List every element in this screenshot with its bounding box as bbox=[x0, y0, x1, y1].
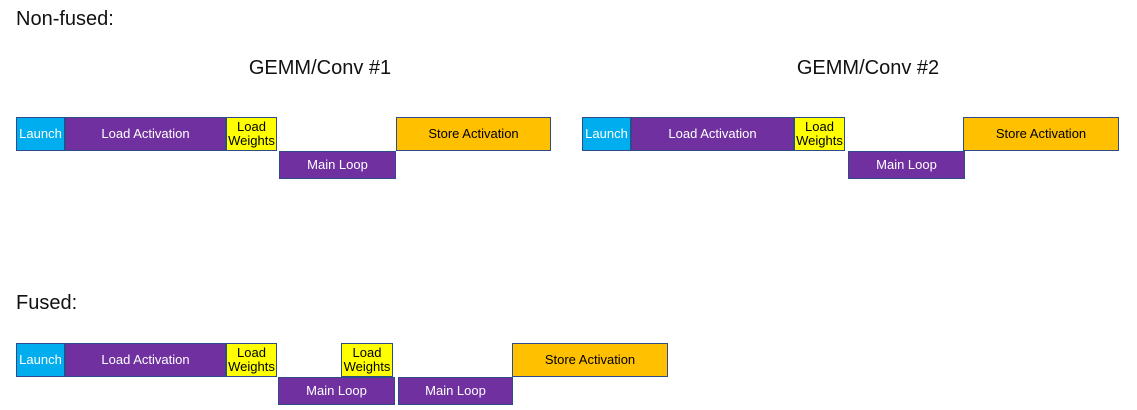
timeline-block-non-fused-main-loop: Main Loop bbox=[279, 151, 396, 179]
block-label: Store Activation bbox=[428, 125, 519, 141]
timeline-block-fused-main-loop: Main Loop bbox=[398, 377, 513, 405]
block-label: Main Loop bbox=[306, 382, 367, 398]
chart-title-gemm-conv-2: GEMM/Conv #2 bbox=[796, 57, 940, 79]
block-label: Main Loop bbox=[876, 156, 937, 172]
timeline-block-non-fused-load-weights: Load Weights bbox=[226, 117, 277, 151]
timeline-block-fused-load-weights: Load Weights bbox=[341, 343, 393, 377]
timeline-block-non-fused-launch: Launch bbox=[16, 117, 65, 151]
block-label: Store Activation bbox=[544, 351, 636, 367]
block-label: Store Activation bbox=[995, 125, 1087, 141]
block-label: Load Weights bbox=[343, 344, 391, 374]
block-label: Load Weights bbox=[796, 118, 843, 148]
block-label: Load Activation bbox=[668, 125, 757, 141]
block-label: Launch bbox=[585, 125, 628, 141]
chart-title-gemm-conv-1: GEMM/Conv #1 bbox=[248, 57, 392, 79]
timeline-block-fused-launch: Launch bbox=[16, 343, 65, 377]
block-label: Main Loop bbox=[307, 156, 368, 172]
block-label: Load Weights bbox=[228, 118, 275, 148]
block-label: Load Activation bbox=[101, 125, 190, 141]
timeline-block-non-fused-store-activation: Store Activation bbox=[396, 117, 551, 151]
timeline-block-non-fused-load-weights: Load Weights bbox=[794, 117, 845, 151]
timeline-block-non-fused-launch: Launch bbox=[582, 117, 631, 151]
section-label-non-fused: Non-fused: bbox=[16, 8, 114, 30]
block-label: Launch bbox=[19, 125, 62, 141]
timeline-block-fused-store-activation: Store Activation bbox=[512, 343, 668, 377]
timeline-block-fused-load-weights: Load Weights bbox=[226, 343, 277, 377]
block-label: Main Loop bbox=[425, 382, 486, 398]
timeline-block-fused-main-loop: Main Loop bbox=[278, 377, 395, 405]
section-label-fused: Fused: bbox=[16, 292, 78, 314]
block-label: Load Activation bbox=[101, 351, 190, 367]
timeline-block-non-fused-main-loop: Main Loop bbox=[848, 151, 965, 179]
timeline-block-non-fused-load-activation: Load Activation bbox=[631, 117, 794, 151]
timeline-block-non-fused-load-activation: Load Activation bbox=[65, 117, 226, 151]
block-label: Launch bbox=[19, 351, 62, 367]
block-label: Load Weights bbox=[228, 344, 275, 374]
timeline-block-fused-load-activation: Load Activation bbox=[65, 343, 226, 377]
timeline-block-non-fused-store-activation: Store Activation bbox=[963, 117, 1119, 151]
